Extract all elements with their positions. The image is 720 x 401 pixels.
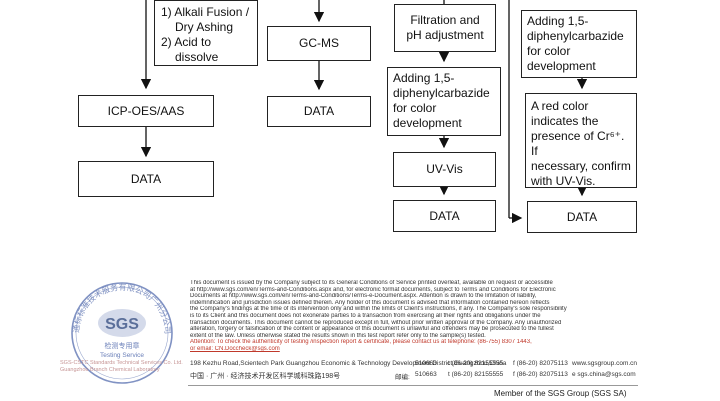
postcode-cn: 510663 — [415, 371, 437, 378]
disclaimer-line-9: extent of the law. Unless otherwise stat… — [190, 332, 486, 339]
col2-data-label: DATA — [303, 104, 335, 118]
col4-result-box: A red color indicates the presence of Cr… — [525, 93, 637, 188]
seal-sgs-logo: SGS — [105, 316, 139, 333]
note-line-1: 1) Alkali Fusion / — [161, 5, 250, 19]
col4-dpc-box: Adding 1,5- diphenylcarbazide for color … — [521, 10, 637, 78]
tel-en: t (86-20) 82155555 — [448, 360, 504, 367]
attention-line: Attention: To check the authenticity of … — [190, 339, 532, 346]
col3-dpc-line-3: for color — [393, 101, 437, 115]
doccheck-email-link[interactable]: or email: CN.Doccheck@sgs.com — [190, 345, 280, 352]
col3-dpc-line-2: diphenylcarbazide — [393, 86, 490, 100]
address-en: 198 Kezhu Road,Scientech Park Guangzhou … — [190, 360, 507, 367]
address-cn: 中国 · 广州 · 经济技术开发区科学城科珠路198号 — [190, 373, 341, 380]
col3-data-box: DATA — [393, 200, 496, 232]
fax-cn: f (86-20) 82075113 — [513, 371, 568, 378]
col1-icp-oes-label: ICP-OES/AAS — [107, 103, 185, 118]
col4-result-line-2: indicates the — [531, 114, 599, 128]
footer-divider — [188, 385, 638, 386]
col4-data-box: DATA — [527, 201, 637, 233]
disclaimer-line-6: is to its Client and this document does … — [190, 312, 541, 319]
postcode-cn-label: 邮编: — [395, 374, 410, 381]
note-line-3: 2) Acid to — [161, 35, 212, 49]
disclaimer-line-1: This document is issued by the Company s… — [190, 280, 553, 286]
col3-dpc-box: Adding 1,5- diphenylcarbazide for color … — [387, 67, 501, 136]
col2-gcms-box: GC-MS — [267, 26, 371, 61]
col2-data-box: DATA — [267, 96, 371, 127]
col4-data-label: DATA — [566, 209, 598, 224]
col3-filtration-line-2: pH adjustment — [406, 28, 484, 42]
col3-dpc-line-1: Adding 1,5- — [393, 71, 455, 85]
postcode-en: 510663 — [415, 360, 437, 367]
col4-result-line-5: with UV-Vis. — [531, 174, 596, 188]
seal-service-en: Testing Service — [100, 352, 144, 359]
col1-data-label: DATA — [130, 171, 162, 186]
disclaimer-line-7: transaction documents. This document can… — [190, 319, 562, 326]
col3-dpc-line-4: development — [393, 116, 462, 130]
disclaimer-line-3: Documents at http://www.sgs.com/en/Terms… — [190, 293, 537, 300]
col3-data-label: DATA — [429, 208, 460, 223]
sgs-member-note: Member of the SGS Group (SGS SA) — [494, 389, 627, 398]
sgs-testing-service-seal: 通标标准技术服务有限公司广州分公司 SGS 检测专用章 Testing Serv… — [71, 282, 173, 384]
seal-service-cn: 检测专用章 — [105, 341, 140, 350]
col4-dpc-line-1: Adding 1,5- — [527, 14, 589, 28]
website-link[interactable]: www.sgsgroup.com.cn — [572, 360, 638, 367]
disclaimer-line-2: at http://www.sgs.com/en/Terms-and-Condi… — [190, 286, 556, 293]
col3-uvvis-label: UV-Vis — [426, 162, 463, 176]
disclaimer-line-8: alteration, forgery or falsification of … — [190, 326, 554, 333]
footer-disclaimer: This document is issued by the Company s… — [190, 280, 640, 353]
col1-sample-prep-note: 1) Alkali Fusion / Dry Ashing 2) Acid to… — [154, 0, 258, 66]
col3-filtration-line-1: Filtration and — [410, 13, 480, 27]
email-contact-link[interactable]: e sgs.china@sgs.com — [572, 371, 636, 378]
col4-dpc-line-3: for color — [527, 44, 571, 58]
col4-result-line-4: necessary, confirm — [531, 159, 631, 173]
seal-bottom-text: SGS-CSTC Standards Technical Services Co… — [60, 360, 183, 373]
col1-data-box: DATA — [78, 161, 214, 197]
col3-uvvis-box: UV-Vis — [393, 152, 496, 187]
note-line-2: Dry Ashing — [175, 20, 234, 34]
col2-gcms-label: GC-MS — [299, 36, 339, 50]
disclaimer-line-4: indemnification and jurisdiction issues … — [190, 299, 550, 306]
fax-en: f (86-20) 82075113 — [513, 360, 568, 367]
tel-cn: t (86-20) 82155555 — [448, 371, 504, 378]
col4-dpc-line-2: diphenylcarbazide — [527, 29, 624, 43]
col4-result-line-1: A red color — [531, 99, 589, 113]
col4-result-line-3: presence of Cr⁶⁺. If — [531, 129, 625, 158]
disclaimer-line-5: the Company's findings at the time of it… — [190, 306, 567, 313]
col1-icp-oes-box: ICP-OES/AAS — [78, 95, 214, 127]
note-line-4: dissolve — [175, 50, 219, 64]
col4-dpc-line-4: development — [527, 59, 596, 73]
col3-filtration-box: Filtration and pH adjustment — [394, 4, 496, 52]
